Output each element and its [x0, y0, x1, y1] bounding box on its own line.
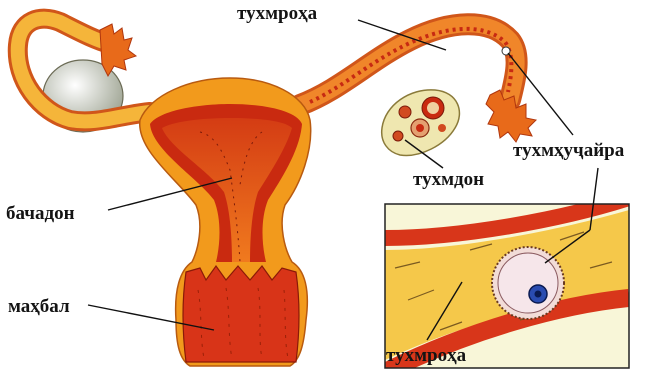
vagina	[183, 266, 299, 362]
label-oviduct-inset: тухмроҳа	[386, 346, 466, 365]
label-egg-cell: тухмҳуҷайра	[513, 141, 624, 160]
label-uterus: бачадон	[6, 204, 75, 223]
label-ovary: тухмдон	[413, 170, 484, 189]
right-fimbriae	[486, 90, 536, 142]
label-oviduct-top: тухмроҳа	[237, 4, 317, 23]
left-fimbriae	[100, 24, 136, 76]
label-vagina: маҳбал	[8, 297, 70, 316]
